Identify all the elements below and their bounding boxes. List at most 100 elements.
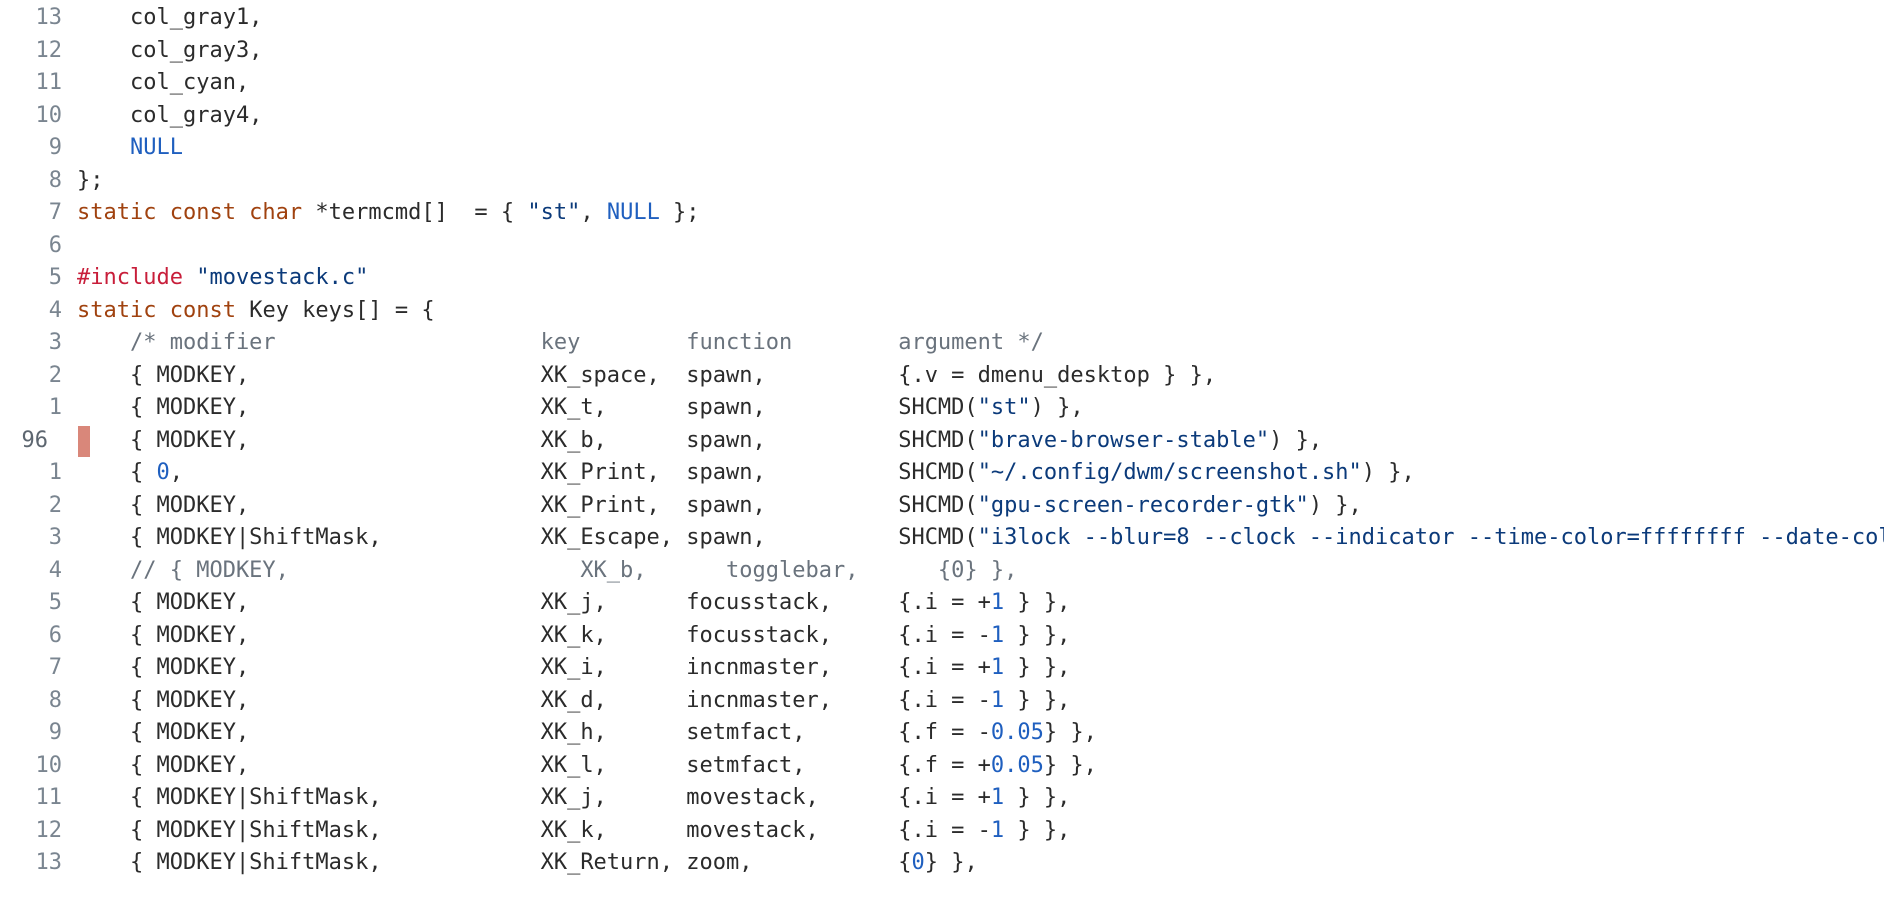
- code-token: { MODKEY, XK_i, incnmaster, {.i = +: [77, 655, 991, 680]
- code-text: static const Key keys[] = {: [77, 295, 435, 328]
- code-text: { MODKEY, XK_i, incnmaster, {.i = +1 } }…: [77, 652, 1070, 685]
- code-text: col_gray3,: [77, 35, 262, 68]
- line-number: 3: [48, 330, 62, 355]
- code-token: "movestack.c": [196, 265, 369, 290]
- line-number: 8: [48, 167, 62, 193]
- code-line[interactable]: 8 { MODKEY, XK_d, incnmaster, {.i = -1 }…: [0, 685, 1884, 718]
- code-text: { MODKEY, XK_Print, spawn, SHCMD("gpu-sc…: [77, 490, 1362, 523]
- code-line[interactable]: 3 { MODKEY|ShiftMask, XK_Escape, spawn, …: [0, 522, 1884, 555]
- line-number: 1: [48, 395, 62, 420]
- line-number: 6: [48, 622, 62, 648]
- code-line[interactable]: 5 #include "movestack.c": [0, 262, 1884, 295]
- code-token: [183, 265, 196, 290]
- line-number: 5: [48, 265, 62, 290]
- code-token: } },: [1004, 687, 1071, 713]
- code-token: ) },: [1030, 395, 1084, 420]
- code-line[interactable]: 12 { MODKEY|ShiftMask, XK_k, movestack, …: [0, 815, 1884, 848]
- code-line[interactable]: 2 { MODKEY, XK_Print, spawn, SHCMD("gpu-…: [0, 490, 1884, 523]
- line-number: 4: [48, 557, 62, 583]
- code-line[interactable]: 7 { MODKEY, XK_i, incnmaster, {.i = +1 }…: [0, 652, 1884, 685]
- line-number: 5: [48, 590, 62, 615]
- code-token: { MODKEY, XK_space, spawn, {.v = dmenu_d…: [77, 362, 1217, 388]
- code-token: { MODKEY, XK_k, focusstack, {.i = -: [77, 622, 991, 648]
- code-token: NULL: [606, 200, 660, 225]
- code-token: 0: [156, 460, 170, 485]
- code-token: col_gray4,: [77, 102, 263, 128]
- code-token: } },: [1043, 752, 1097, 778]
- code-line[interactable]: 3 /* modifier key function argument */: [0, 327, 1884, 360]
- code-line[interactable]: 13 { MODKEY|ShiftMask, XK_Return, zoom, …: [0, 847, 1884, 880]
- code-text: { MODKEY, XK_l, setmfact, {.f = +0.05} }…: [77, 750, 1097, 783]
- code-token: 1: [990, 655, 1005, 680]
- current-code-line[interactable]: 96 { MODKEY, XK_b, spawn, SHCMD("brave-b…: [0, 425, 1884, 458]
- code-text: NULL: [77, 132, 183, 165]
- code-text: { MODKEY, XK_d, incnmaster, {.i = -1 } }…: [77, 685, 1070, 718]
- code-text: { MODKEY|ShiftMask, XK_k, movestack, {.i…: [77, 815, 1070, 848]
- code-line[interactable]: 11 col_cyan,: [0, 67, 1884, 100]
- code-token: 0.05: [990, 752, 1044, 778]
- code-line[interactable]: 8};: [0, 165, 1884, 198]
- code-token: 0.05: [990, 720, 1044, 745]
- code-text: { MODKEY|ShiftMask, XK_Escape, spawn, SH…: [77, 522, 1884, 555]
- line-number: 4: [48, 297, 62, 323]
- code-text: { MODKEY, XK_space, spawn, {.v = dmenu_d…: [77, 360, 1216, 393]
- code-line[interactable]: 12 col_gray3,: [0, 35, 1884, 68]
- code-token: /* modifier key function argument */: [77, 330, 1044, 355]
- code-line[interactable]: 1 { MODKEY, XK_t, spawn, SHCMD("st") },: [0, 392, 1884, 425]
- code-token: #include: [77, 265, 183, 290]
- code-text: col_gray4,: [77, 100, 262, 133]
- line-number: 13: [35, 850, 63, 875]
- code-token: 1: [990, 817, 1005, 843]
- code-token: { MODKEY, XK_t, spawn, SHCMD(: [77, 395, 978, 420]
- code-token: { MODKEY, XK_h, setmfact, {.f = -: [77, 720, 991, 745]
- code-line[interactable]: 11 { MODKEY|ShiftMask, XK_j, movestack, …: [0, 782, 1884, 815]
- code-line[interactable]: 4 static const Key keys[] = {: [0, 295, 1884, 328]
- code-text: { MODKEY|ShiftMask, XK_j, movestack, {.i…: [77, 782, 1070, 815]
- line-number: 12: [35, 37, 63, 63]
- code-token: ) },: [1269, 427, 1323, 453]
- code-editor[interactable]: 13 col_gray1,12 col_gray3,11 col_cyan,10…: [0, 2, 1884, 880]
- code-text: { MODKEY|ShiftMask, XK_Return, zoom, {0}…: [77, 847, 978, 880]
- code-line[interactable]: 5 { MODKEY, XK_j, focusstack, {.i = +1 }…: [0, 587, 1884, 620]
- code-token: };: [659, 200, 700, 225]
- code-line[interactable]: 10 { MODKEY, XK_l, setmfact, {.f = +0.05…: [0, 750, 1884, 783]
- line-number: 1: [48, 460, 62, 485]
- code-token: } },: [1004, 590, 1071, 615]
- code-text: col_gray1,: [77, 2, 262, 35]
- code-line[interactable]: 7 static const char *termcmd[] = { "st", …: [0, 197, 1884, 230]
- code-token: };: [77, 167, 104, 193]
- code-token: { MODKEY, XK_Print, spawn, SHCMD(: [77, 492, 978, 518]
- code-token: { MODKEY|ShiftMask, XK_Return, zoom, {: [77, 850, 912, 875]
- code-token: 1: [990, 622, 1005, 648]
- code-line[interactable]: 6 { MODKEY, XK_k, focusstack, {.i = -1 }…: [0, 620, 1884, 653]
- code-text: { MODKEY, XK_j, focusstack, {.i = +1 } }…: [77, 587, 1070, 620]
- line-number: 7: [48, 200, 62, 225]
- code-line[interactable]: 1 { 0, XK_Print, spawn, SHCMD("~/.config…: [0, 457, 1884, 490]
- code-token: { MODKEY|ShiftMask, XK_Escape, spawn, SH…: [77, 525, 978, 550]
- code-token: , XK_Print, spawn, SHCMD(: [169, 460, 978, 485]
- code-token: {: [77, 460, 157, 485]
- code-line[interactable]: 6: [0, 230, 1884, 263]
- code-line[interactable]: 9 { MODKEY, XK_h, setmfact, {.f = -0.05}…: [0, 717, 1884, 750]
- line-number: 10: [35, 752, 63, 778]
- code-text: { MODKEY, XK_h, setmfact, {.f = -0.05} }…: [77, 717, 1097, 750]
- code-token: ,: [580, 200, 607, 225]
- line-number: 7: [48, 655, 62, 680]
- code-text: static const char *termcmd[] = { "st", N…: [77, 197, 700, 230]
- code-text: /* modifier key function argument */: [77, 327, 1044, 360]
- code-line[interactable]: 10 col_gray4,: [0, 100, 1884, 133]
- code-text: { MODKEY, XK_k, focusstack, {.i = -1 } }…: [77, 620, 1070, 653]
- line-number: 9: [48, 135, 62, 160]
- line-number: 9: [48, 720, 62, 745]
- git-change-marker-icon: [78, 425, 90, 457]
- code-line[interactable]: 2 { MODKEY, XK_space, spawn, {.v = dmenu…: [0, 360, 1884, 393]
- code-line[interactable]: 9 NULL: [0, 132, 1884, 165]
- code-token: 1: [990, 785, 1005, 810]
- code-line[interactable]: 4 // { MODKEY, XK_b, togglebar, {0} },: [0, 555, 1884, 588]
- code-token: "brave-browser-stable": [977, 427, 1270, 453]
- code-line[interactable]: 13 col_gray1,: [0, 2, 1884, 35]
- code-token: "gpu-screen-recorder-gtk": [977, 492, 1309, 518]
- code-token: NULL: [129, 135, 183, 160]
- code-token: { MODKEY, XK_j, focusstack, {.i = +: [77, 590, 991, 615]
- code-text: { MODKEY, XK_t, spawn, SHCMD("st") },: [77, 392, 1084, 425]
